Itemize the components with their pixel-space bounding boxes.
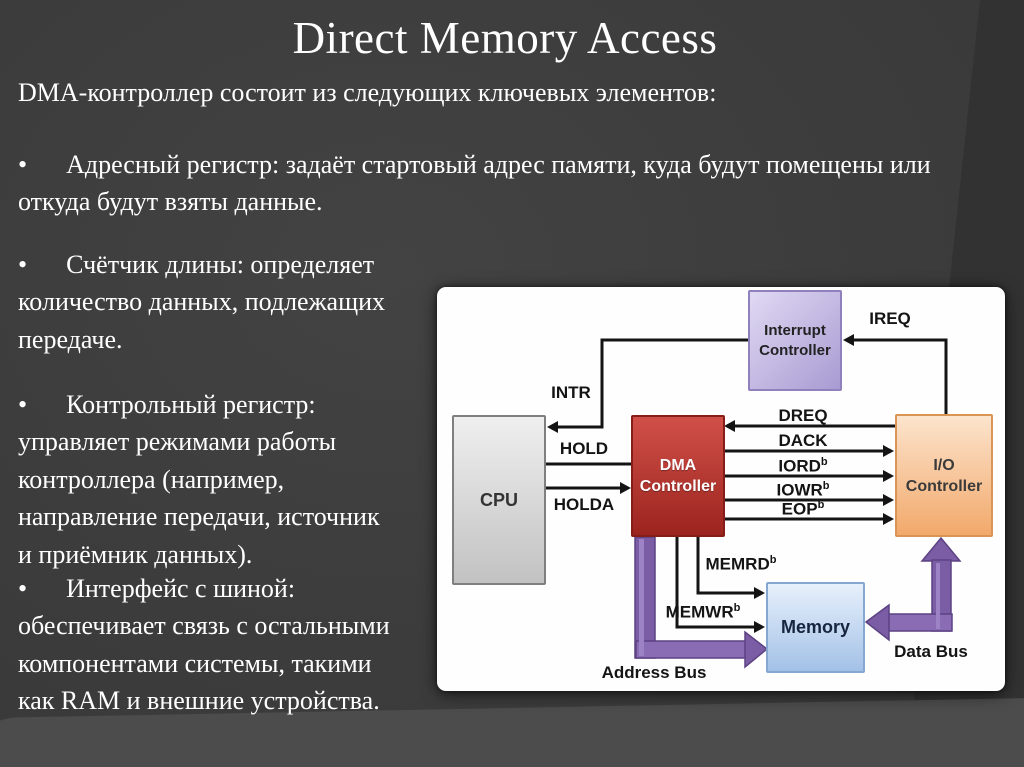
interrupt-controller-box: Interrupt Controller (748, 290, 842, 391)
memrd-label: MEMRDb (705, 554, 777, 574)
holda-arrowhead (620, 482, 631, 494)
dack-arrowhead (883, 445, 894, 457)
holda-label: HOLDA (553, 495, 615, 514)
bullet-length-counter: • Счётчик длины: определяет количество да… (18, 246, 385, 358)
ireq-line (851, 338, 948, 414)
ireq-arrowhead (843, 334, 854, 346)
eop-label: EOPb (781, 499, 825, 519)
bullet-line: • Интерфейс с шиной: (18, 574, 296, 603)
data-bus-arrow (864, 536, 962, 642)
memory-label: Memory (780, 617, 851, 637)
bullet-line: и приёмник данных). (18, 539, 253, 569)
iord-arrowhead (883, 470, 894, 482)
intr-arrowhead (547, 421, 558, 433)
data-bus-label: Data Bus (894, 642, 968, 661)
bullet-line: обеспечивает связь с остальными (18, 611, 390, 641)
intro-text: DMA-контроллер состоит из следующих ключ… (18, 78, 717, 107)
eop-arrowhead (883, 513, 894, 525)
cpu-label: CPU (479, 489, 518, 510)
dma-diagram-panel: CPU DMA Controller Interrupt Controller … (437, 287, 1005, 691)
bullet-line: откуда будут взяты данные. (18, 187, 323, 217)
bullet-bus-interface: • Интерфейс с шиной: обеспечивает связь с… (18, 570, 390, 720)
memwr-label: MEMWRb (665, 602, 741, 622)
diagram-lines-layer (546, 334, 962, 669)
address-bus-arrow (634, 536, 769, 669)
io-controller-label: I/O Controller (905, 456, 983, 495)
bullet-address-register: • Адресный регистр: задаёт стартовый адр… (18, 146, 931, 221)
bullet-control-register: • Контрольный регистр: управляет режимами… (18, 386, 380, 573)
slide-title: Direct Memory Access (292, 13, 718, 63)
cpu-box: CPU (452, 415, 546, 585)
address-bus-label: Address Bus (601, 663, 707, 682)
bullet-line: количество данных, подлежащих (18, 287, 386, 317)
dreq-label: DREQ (778, 406, 828, 425)
bullet-line: передаче. (18, 324, 123, 354)
memwr-arrowhead (754, 621, 765, 633)
memwr-line (675, 537, 757, 629)
bullet-line: • Контрольный регистр: (18, 390, 316, 419)
dreq-arrowhead (724, 420, 735, 432)
interrupt-controller-label: Interrupt Controller (759, 321, 831, 359)
iord-label: IORDb (778, 456, 828, 476)
memory-box: Memory (766, 582, 865, 673)
dack-label: DACK (778, 431, 828, 450)
bullet-line: как RAM и внешние устройства. (18, 686, 380, 716)
dma-controller-box: DMA Controller (631, 415, 725, 537)
memrd-line (696, 537, 757, 595)
iowr-label: IOWRb (776, 480, 830, 500)
hold-label: HOLD (559, 439, 609, 458)
bullet-line: направление передачи, источник (18, 502, 380, 532)
bullet-line: компонентами системы, такими (18, 648, 372, 678)
intr-label: INTR (551, 383, 591, 402)
intr-line (555, 338, 748, 429)
io-controller-box: I/O Controller (895, 414, 993, 537)
bullet-line: • Адресный регистр: задаёт стартовый адр… (18, 150, 931, 179)
bullet-line: контроллера (например, (18, 464, 285, 494)
ireq-label: IREQ (869, 309, 911, 328)
iowr-arrowhead (883, 494, 894, 506)
dma-controller-label: DMA Controller (639, 457, 717, 495)
memrd-arrowhead (754, 587, 765, 599)
bullet-line: • Счётчик длины: определяет (18, 250, 375, 279)
bullet-line: управляет режимами работы (18, 427, 337, 457)
